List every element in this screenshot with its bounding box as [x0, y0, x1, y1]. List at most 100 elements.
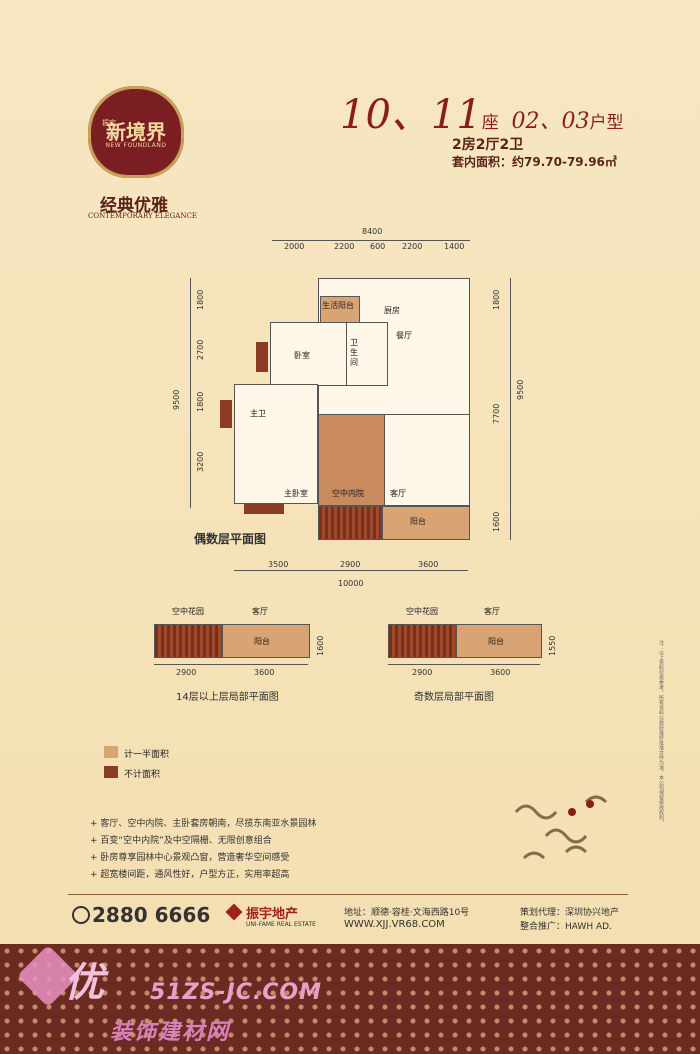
- living-block: [384, 414, 470, 506]
- room-bath: 卫生间: [350, 338, 358, 367]
- room-dining: 餐厅: [396, 331, 412, 340]
- bullet-1: + 客厅、空中内院、主卧套房朝南，尽揽东南亚水景园林: [90, 819, 317, 829]
- dim-top-c: 600: [370, 242, 386, 251]
- sub2-balcony-area: [456, 624, 542, 658]
- sub2-garden-excluded: [388, 624, 456, 658]
- bathroom-block: [346, 322, 388, 386]
- courtyard-balcony-excluded: [318, 506, 382, 540]
- footer-promo: 整合推广：HAWH AD.: [520, 922, 612, 932]
- site-building-3: [564, 845, 588, 854]
- dim-left-a: 1800: [196, 289, 205, 310]
- dim-bottom-a: 3500: [268, 560, 289, 569]
- logo-badge: [88, 86, 184, 178]
- legend-half-label: 计一半面积: [124, 750, 170, 760]
- dim-right-c: 1600: [492, 511, 501, 532]
- sub1-w2: 3600: [254, 668, 275, 677]
- brand-logo-icon: [225, 903, 243, 921]
- bay-window-bath: [220, 400, 232, 428]
- dim-left-c: 1800: [196, 391, 205, 412]
- logo-en-text: NEW FOUNDLAND: [105, 142, 167, 149]
- watermark-char: 优: [64, 960, 104, 1006]
- dim-bottom-c: 3600: [418, 560, 439, 569]
- logo-small-text: 振宇: [102, 119, 116, 127]
- legend-none-label: 不计面积: [124, 770, 161, 780]
- dim-top-a: 2000: [284, 242, 305, 251]
- site-building-4: [522, 851, 546, 860]
- room-kitchen: 厨房: [384, 306, 400, 315]
- site-building-2: [544, 828, 588, 844]
- decorative-band: [0, 944, 700, 1054]
- sub1-w1: 2900: [176, 668, 197, 677]
- sub1-balcony-area: [222, 624, 310, 658]
- balcony-area: [382, 506, 470, 540]
- footer-brand-en: UNI-FAME REAL ESTATE: [246, 921, 316, 928]
- legend-none-swatch: [104, 766, 118, 778]
- dim-line-top: [272, 240, 470, 241]
- site-map-buildings: [514, 795, 608, 860]
- site-building-5: [584, 795, 608, 804]
- sub1-dim-line: [154, 664, 308, 665]
- sub1-living: 客厅: [252, 607, 268, 616]
- footer-brand: 振宇地产: [246, 907, 299, 922]
- sub2-height: 1550: [548, 635, 557, 656]
- dim-left-d: 3200: [196, 451, 205, 472]
- unit-title: 10、11座 02、03户型: [340, 82, 624, 140]
- unit-area: 套内面积：约79.70-79.96㎡: [452, 155, 617, 169]
- dim-top-total: 8400: [362, 227, 383, 236]
- room-main-bath: 主卫: [250, 409, 266, 418]
- site-marker-10: [568, 808, 576, 816]
- disclaimer: 注：以上资料仅供参考，所有资料以政府最终批准文件为准，本公司保留修改权利。: [658, 640, 664, 825]
- room-master: 主卧室: [284, 489, 308, 498]
- courtyard-area: [318, 414, 386, 506]
- site-map: [514, 795, 608, 860]
- bay-window-master: [244, 504, 284, 514]
- footer-website[interactable]: WWW.XJJ.VR68.COM: [344, 919, 445, 930]
- footer-address: 地址：顺德·容桂·文海西路10号: [344, 908, 470, 918]
- plan-label-odd: 奇数层局部平面图: [414, 692, 494, 703]
- logo-main-text: 新境界: [106, 120, 166, 144]
- bullet-4: + 超宽楼间距，通风性好，户型方正，实用率超高: [90, 870, 290, 880]
- sub1-balcony: 阳台: [254, 637, 270, 646]
- dim-line-bottom: [234, 570, 468, 571]
- master-bedroom-block: [234, 384, 318, 504]
- bullet-2: + 百变“空中内院”及中空隔栅、无限创意组合: [90, 836, 272, 846]
- watermark-site: 装饰建材网: [110, 1020, 231, 1045]
- site-building-1: [514, 804, 558, 820]
- sub2-w1: 2900: [412, 668, 433, 677]
- sub2-garden: 空中花园: [406, 607, 438, 616]
- dim-line-right: [510, 278, 511, 540]
- room-count: 2房2厅2卫: [452, 137, 524, 153]
- legend-half-swatch: [104, 746, 118, 758]
- slogan-en: CONTEMPORARY ELEGANCE: [88, 212, 197, 220]
- dim-right-b: 7700: [492, 403, 501, 424]
- sub2-w2: 3600: [490, 668, 511, 677]
- plan-label-above14: 14层以上层局部平面图: [176, 692, 279, 703]
- title-units: 02、03: [511, 109, 590, 134]
- dim-bottom-b: 2900: [340, 560, 361, 569]
- slogan: 经典优雅: [100, 196, 168, 216]
- dim-left-b: 2700: [196, 339, 205, 360]
- bullet-3: + 卧房尊享园林中心景观凸窗，营造奢华空间感受: [90, 853, 290, 863]
- sub2-living: 客厅: [484, 607, 500, 616]
- footer-agent: 策划代理：深圳协兴地产: [520, 908, 620, 918]
- dim-left-total: 9500: [172, 389, 181, 410]
- title-type: 户型: [589, 113, 624, 133]
- title-zuo: 座: [481, 113, 499, 133]
- dim-right-a: 1800: [492, 289, 501, 310]
- footer-phone[interactable]: 2880 6666: [92, 903, 211, 927]
- room-courtyard: 空中内院: [332, 489, 364, 498]
- sub2-dim-line: [388, 664, 540, 665]
- sub1-height: 1600: [316, 635, 325, 656]
- dim-line-left: [190, 278, 191, 508]
- sub1-garden-excluded: [154, 624, 222, 658]
- sub1-garden: 空中花园: [172, 607, 204, 616]
- plan-label-even: 偶数层平面图: [194, 532, 267, 546]
- bay-window-bedroom: [256, 342, 268, 372]
- title-buildings: 10、11: [340, 92, 482, 138]
- dim-top-e: 1400: [444, 242, 465, 251]
- dim-top-b: 2200: [334, 242, 355, 251]
- site-marker-11: [586, 800, 594, 808]
- room-living: 客厅: [390, 489, 406, 498]
- watermark-url: 51ZS-JC.COM: [150, 980, 322, 1005]
